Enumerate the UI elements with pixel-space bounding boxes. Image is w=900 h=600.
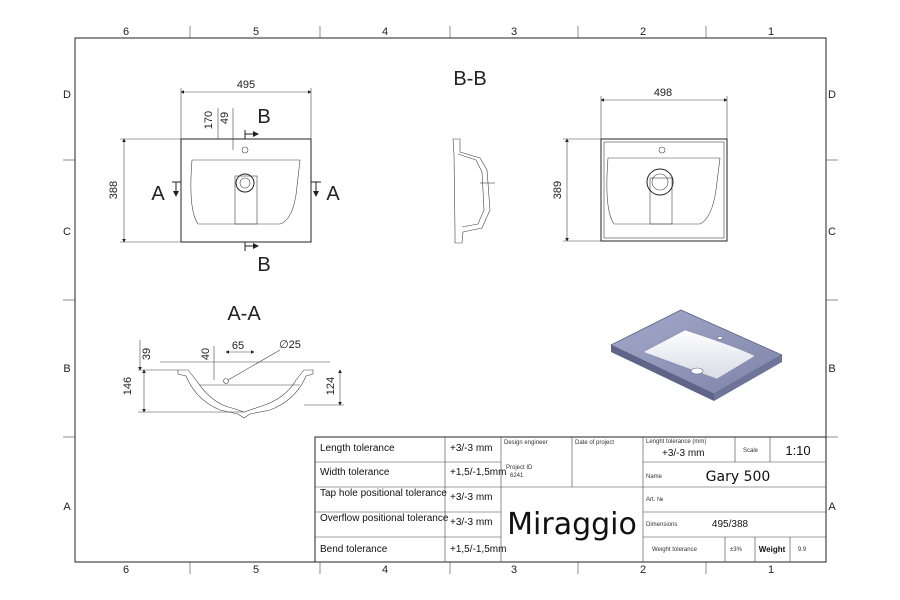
tolerance-label: Bend tolerance [320,544,388,555]
tolerance-value: +1,5/-1,5mm [450,467,506,478]
tolerance-value: +1,5/-1,5mm [450,544,506,555]
section-aa-profile [177,369,314,419]
brand-logo: Miraggio [507,507,637,542]
scale-label: Scale [743,448,759,454]
dimensions-value: 495/388 [712,519,749,530]
tolerance-label: Tap hole positional tolerance [320,488,447,499]
drain-hole [235,173,255,193]
length-tol-label: Lenght tolerance (mm) [646,439,706,445]
tolerance-label: Overflow positional tolerance [320,513,449,524]
tolerance-label: Width tolerance [320,467,390,478]
dim-146: 146 [122,377,134,395]
project-id: 6241 [510,473,524,479]
weight-label: Weight [759,545,786,554]
col-label-bottom: 1 [768,564,774,576]
section-aa-title: A-A [227,303,261,325]
art-label: Art. № [646,496,663,503]
weight-value: 9.9 [798,547,807,553]
tolerance-value: +3/-3 mm [450,517,493,528]
design-engineer-label: Design engineer [504,440,548,446]
col-label-bottom: 3 [511,564,517,576]
dim-49: 49 [219,112,231,124]
col-label-top: 1 [768,26,774,38]
dim-diameter-25: ∅25 [279,339,301,351]
section-bb-profile [452,138,491,244]
section-bb-title: B-B [453,68,486,90]
col-label-top: 2 [640,26,646,38]
dim-height-388: 388 [108,181,120,199]
tap-hole [241,146,249,154]
dim-39: 39 [141,348,153,360]
col-label-top: 5 [253,26,259,38]
name-label: Name [646,474,663,480]
section-marker-a-right: A [326,183,340,205]
dim-170: 170 [203,111,215,129]
top-view-basin [190,159,301,225]
dimensions-label: Dimensions [646,522,677,528]
dim-65: 65 [232,340,244,352]
scale-value: 1:10 [785,443,810,458]
dim-40: 40 [200,348,212,360]
section-marker-b-top: B [257,106,270,128]
col-label-bottom: 6 [123,564,129,576]
col-label-bottom: 2 [640,564,646,576]
col-label-top: 4 [382,26,388,38]
dim-124: 124 [325,377,337,395]
col-label-bottom: 5 [253,564,259,576]
right-view-drain [646,168,674,196]
row-label-right: D [828,89,836,101]
dim-height-389: 389 [552,181,564,199]
weight-tol-value: ±3% [730,547,743,553]
section-marker-b-bottom: B [257,254,270,276]
tolerance-label: Length tolerance [320,443,395,454]
dim-width-498: 498 [654,87,672,99]
row-label-left: C [63,226,71,238]
date-label: Date of project [575,440,614,446]
project-id-label: Project ID [506,465,533,471]
top-view: 495 388 170 49 A A B B [108,79,340,276]
frame-ticks [63,26,838,574]
section-marker-a-left: A [151,183,165,205]
right-view-basin [606,157,721,225]
right-view: 498 389 [552,87,728,242]
tolerance-value: +3/-3 mm [450,492,493,503]
col-label-bottom: 4 [382,564,388,576]
right-view-outline [600,138,728,242]
row-label-left: A [63,501,71,513]
isometric-render [610,309,783,401]
row-label-left: D [63,89,71,101]
col-label-top: 6 [123,26,129,38]
row-label-left: B [63,363,70,375]
section-aa-view: A-A 39 146 124 40 65 ∅25 [122,303,344,419]
row-label-right: C [828,226,836,238]
section-bb-view: B-B [452,68,495,244]
length-tol-value: +3/-3 mm [662,448,705,459]
title-block: Length tolerance +3/-3 mm Width toleranc… [314,436,827,563]
tolerance-value: +3/-3 mm [450,443,493,454]
row-label-right: A [828,501,836,513]
weight-tol-label: Weight tolerance [652,547,698,553]
product-name: Gary 500 [706,469,771,485]
row-label-right: B [828,363,835,375]
dim-width-495: 495 [237,79,255,91]
col-label-top: 3 [511,26,517,38]
top-view-outline [180,138,312,243]
